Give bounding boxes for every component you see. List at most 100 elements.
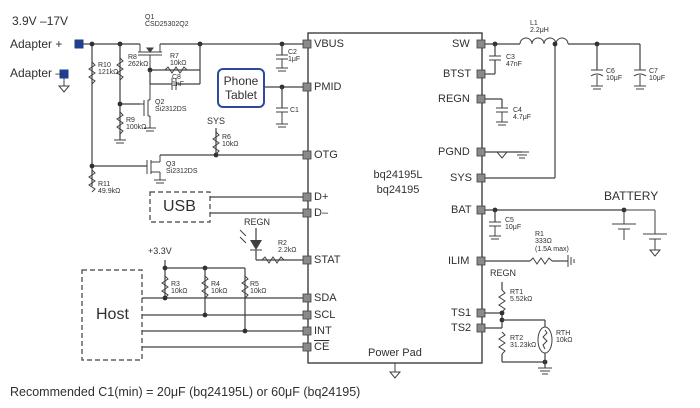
l1-inductor [519,37,569,45]
pin-vbus [302,39,312,49]
pin-sw [476,39,486,49]
pin-label-sw: SW [452,38,470,50]
ic-left-pins [302,39,312,352]
r10-resistor [88,61,96,85]
voltage-range-label: 3.9V –17V [12,14,69,28]
r2-resistor [261,256,285,264]
ic-right-pins [476,39,486,333]
r4-resistor [201,275,209,299]
usb-box [149,191,211,223]
q2-mosfet [140,84,151,128]
regn-ts-label: REGN [490,268,517,278]
adapter-plus-terminal [74,39,84,49]
pin-label-pmid: PMID [314,81,342,93]
pin-label-ilim: ILIM [448,255,470,267]
rt1-resistor [498,289,506,313]
ic-name: bq24195 [376,184,420,196]
pin-pgnd [476,147,486,157]
pin-sys [476,173,486,183]
pin-label-sys: SYS [450,172,473,184]
pin-btst [476,69,486,79]
battery-symbol [612,209,667,257]
pin-label-btst: BTST [443,68,472,80]
c4-capacitor [496,107,508,126]
adapter-minus-label: Adapter – [10,66,63,80]
battery-label: BATTERY [604,189,659,203]
c3-capacitor [489,55,501,61]
c1-capacitor [276,107,288,128]
usb-label: USB [163,198,196,215]
r9-resistor [116,111,124,135]
pin-ts2 [476,323,486,333]
pin-scl [302,310,312,320]
r6-resistor [212,131,220,155]
c6-capacitor [590,69,604,90]
rt2-resistor [498,331,506,355]
pin-label-sda: SDA [314,292,337,304]
c2-capacitor [276,54,288,72]
regn-stat-label: REGN [244,217,271,227]
pin-label-ce: CE [314,341,330,353]
c7-capacitor [633,69,647,90]
pin-int [302,326,312,336]
pin-label-ts2: TS2 [451,322,472,334]
power-pad-label: Power Pad [368,347,422,359]
footer-note: Recommended C1(min) = 20μF (bq24195L) or… [10,385,361,399]
pin-label-stat: STAT [314,254,341,266]
pin-ilim [476,256,486,266]
pin-label-otg: OTG [314,149,338,161]
sys-net-label: SYS [207,116,226,126]
pin-ce [302,342,312,352]
c1-label: C1 [290,107,299,114]
pin-label-vbus: VBUS [314,38,344,50]
r8-resistor [116,57,124,81]
pin-dminus [302,208,312,218]
stat-led [239,229,262,251]
pin-label-regn: REGN [438,93,470,105]
q3-mosfet [146,155,161,180]
host-label: Host [96,306,129,323]
pin-label-dminus: D– [314,207,329,219]
pin-stat [302,255,312,265]
pin-dplus [302,192,312,202]
r3-resistor [161,275,169,299]
c5-capacitor [489,221,501,240]
pin-label-bat: BAT [451,204,472,216]
r7-resistor [164,66,188,74]
pin-label-pgnd: PGND [438,146,470,158]
q1-mosfet [138,44,162,70]
pin-otg [302,150,312,160]
pin-pmid [302,82,312,92]
pin-bat [476,205,486,215]
pin-regn [476,94,486,104]
pin-label-int: INT [314,325,332,337]
pin-label-dplus: D+ [314,191,329,203]
ts-ground [538,367,552,375]
pin-ts1 [476,308,486,318]
pin-label-scl: SCL [314,309,336,321]
power-pad-ground [388,363,402,379]
